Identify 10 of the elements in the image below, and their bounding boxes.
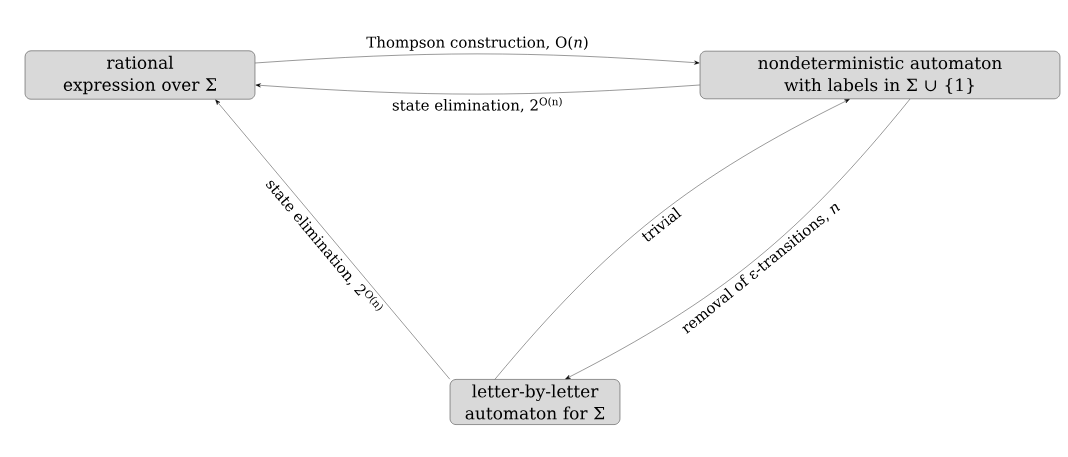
- edge-label: Thompson construction, O(n): [365, 35, 590, 52]
- process-box: nondeterministic automaton with labels in Σ ∪ {1}: [699, 50, 1061, 100]
- arrow: [255, 53, 700, 65]
- process-box: letter-by-letter automaton for Σ: [449, 379, 621, 425]
- arrow: [255, 83, 700, 95]
- edge-label: state elimination, 2$^{O(n)}$: [390, 96, 565, 114]
- process-box: rational expression over Σ: [24, 50, 256, 100]
- arrow: [215, 99, 450, 380]
- arrow: [565, 98, 911, 380]
- arrow: [494, 99, 850, 380]
